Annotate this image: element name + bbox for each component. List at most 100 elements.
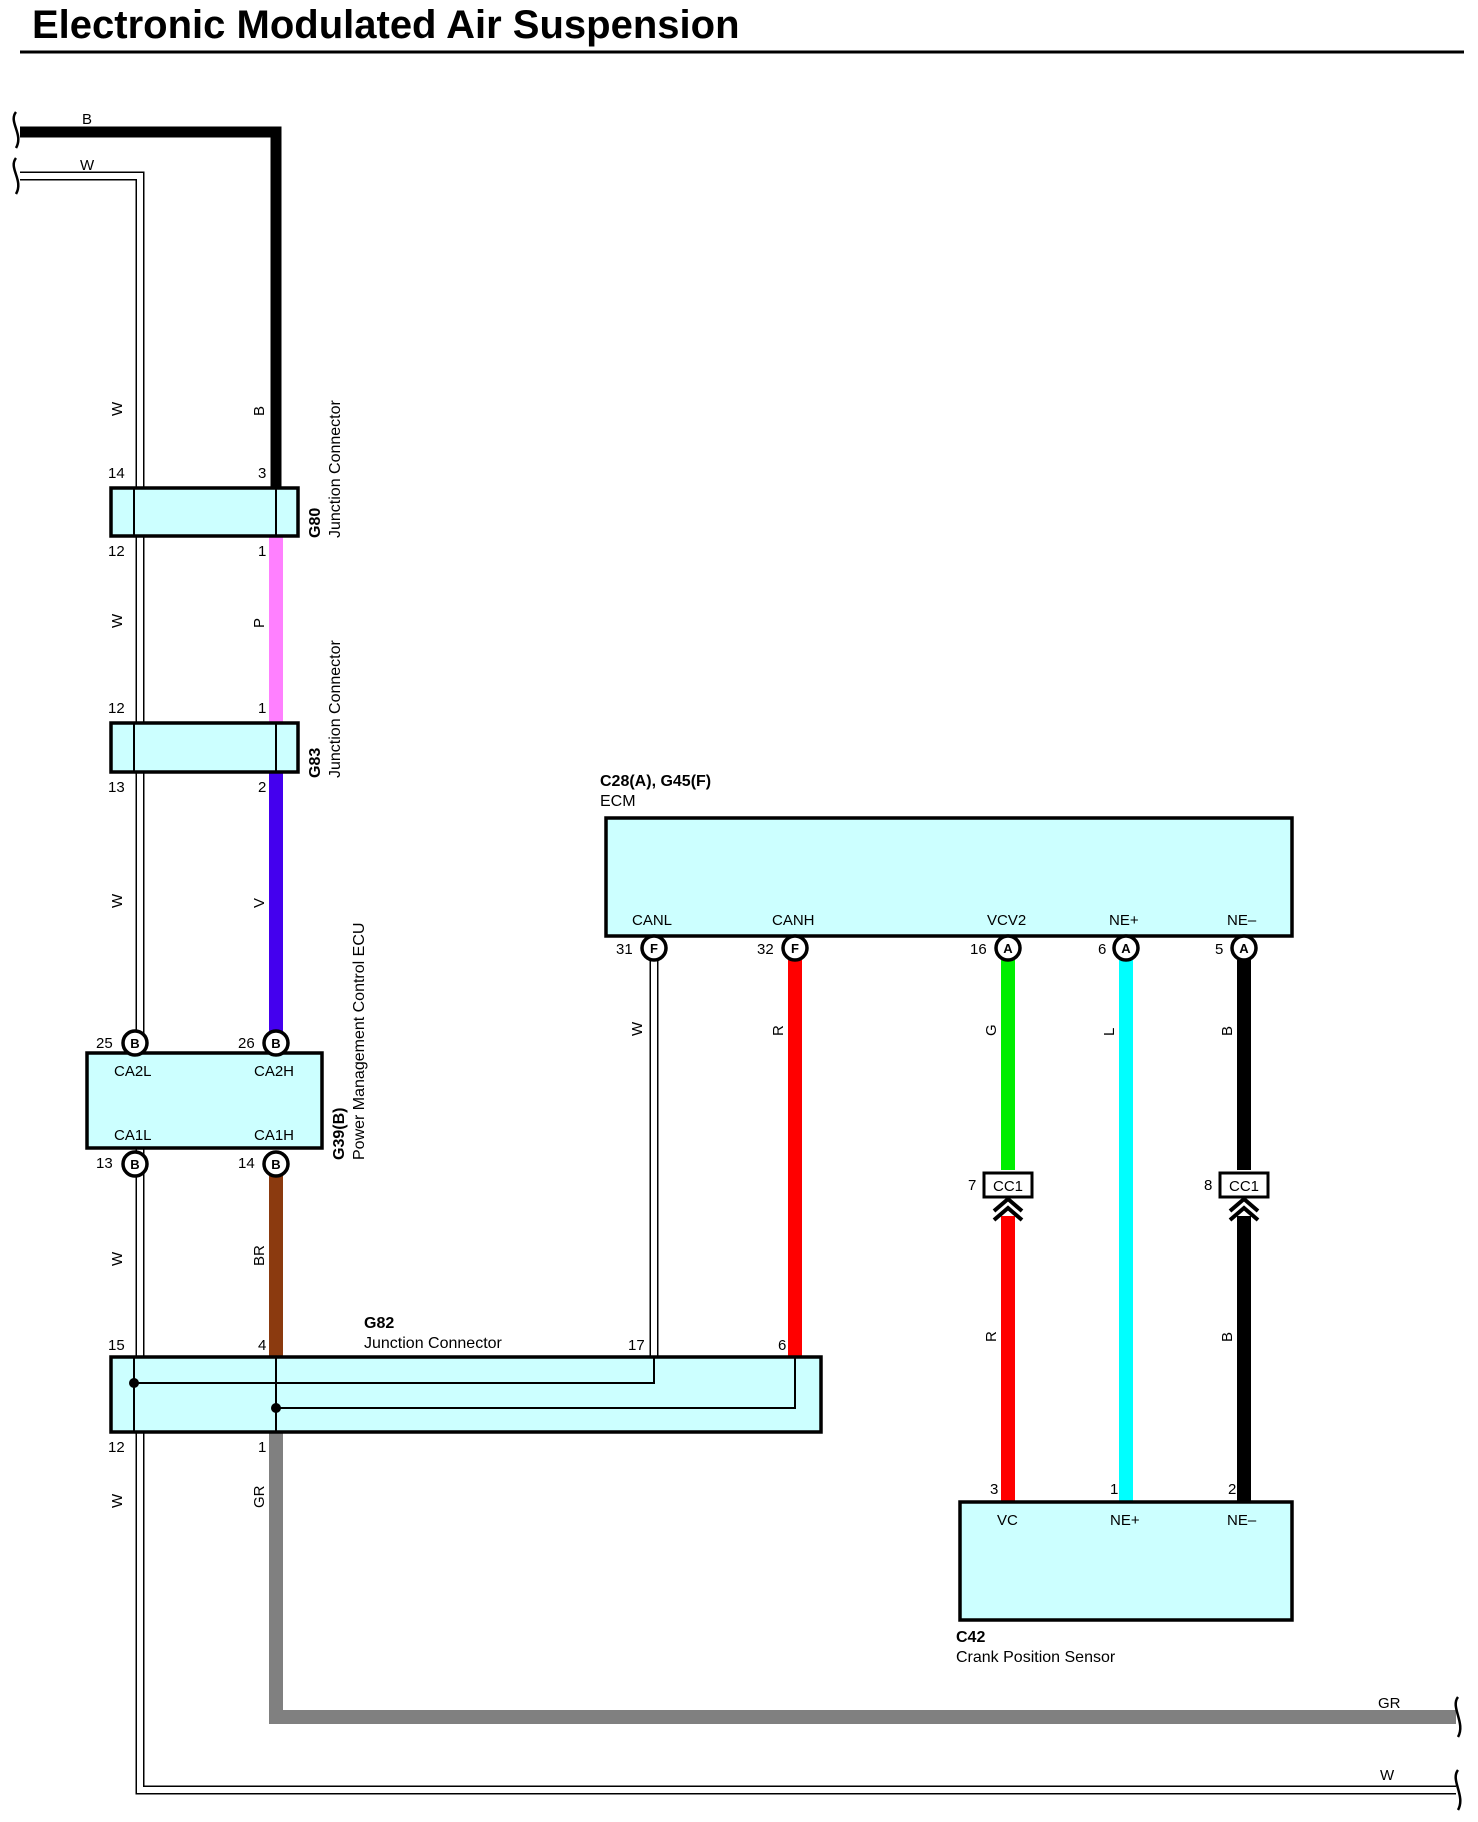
c42-terminal-ne-plus: NE+ xyxy=(1110,1512,1140,1529)
label-br: BR xyxy=(251,1245,268,1266)
svg-text:A: A xyxy=(1003,941,1013,956)
g83-name: Junction Connector xyxy=(327,639,344,778)
label-ecm-g: G xyxy=(983,1024,1000,1036)
label-v: V xyxy=(251,898,268,908)
wire-gr xyxy=(269,1432,1456,1724)
ecm-pin-5: 5 xyxy=(1215,941,1223,958)
ecm-code: C28(A), G45(F) xyxy=(600,773,711,790)
g39-terminal-ca2h: CA2H xyxy=(254,1063,294,1080)
cc1-label-8: CC1 xyxy=(1229,1178,1259,1195)
label-ecm-l: L xyxy=(1101,1028,1118,1036)
g39-pin-13: 13 xyxy=(96,1155,113,1172)
connector-g83: 12 1 13 2 G83 Junction Connector xyxy=(108,639,344,796)
page-title: Electronic Modulated Air Suspension xyxy=(32,3,740,47)
ecm-pin-6: 6 xyxy=(1098,941,1106,958)
g80-pin-1: 1 xyxy=(258,543,266,560)
g80-pin-3: 3 xyxy=(258,465,266,482)
g39-pin-marker-13: B xyxy=(121,1150,149,1178)
g39-terminal-ca2l: CA2L xyxy=(114,1063,152,1080)
g39-code: G39(B) xyxy=(331,1108,348,1160)
wire-b-top xyxy=(20,126,282,488)
svg-text:B: B xyxy=(130,1157,139,1172)
g82-pin-12: 12 xyxy=(108,1439,125,1456)
g39-pin-25: 25 xyxy=(96,1035,113,1052)
g80-pin-12: 12 xyxy=(108,543,125,560)
connector-cc1-7: CC1 7 xyxy=(968,1171,1034,1222)
label-bottom-w: W xyxy=(1380,1767,1395,1784)
g80-pin-14: 14 xyxy=(108,465,125,482)
label-lower-r: R xyxy=(983,1331,1000,1342)
g82-pin-1: 1 xyxy=(258,1439,266,1456)
svg-text:B: B xyxy=(271,1157,280,1172)
svg-text:B: B xyxy=(271,1036,280,1051)
cc1-label-7: CC1 xyxy=(993,1178,1023,1195)
svg-text:F: F xyxy=(650,941,658,956)
label-ecm-b: B xyxy=(1219,1026,1236,1036)
g39-name: Power Management Control ECU xyxy=(351,923,368,1160)
connector-g80: 14 3 12 1 G80 Junction Connector xyxy=(108,399,344,560)
g39-pin-14: 14 xyxy=(238,1155,255,1172)
connector-ecm: C28(A), G45(F) ECM CANL CANH VCV2 NE+ NE… xyxy=(600,773,1294,962)
ecm-pin-16: 16 xyxy=(970,941,987,958)
label-top-b: B xyxy=(82,111,92,128)
break-symbols-right xyxy=(1454,1696,1462,1811)
g83-pin-1: 1 xyxy=(258,700,266,717)
ecm-pin-marker-31: F xyxy=(640,934,668,962)
ecm-terminal-ne-plus: NE+ xyxy=(1109,912,1139,929)
g82-pin-15: 15 xyxy=(108,1337,125,1354)
label-ecm-r: R xyxy=(770,1025,787,1036)
ecm-pin-31: 31 xyxy=(616,941,633,958)
g39-pin-marker-26: B xyxy=(262,1029,290,1057)
g83-pin-2: 2 xyxy=(258,779,266,796)
label-left-w-4: W xyxy=(109,1251,126,1266)
label-gr: GR xyxy=(251,1485,268,1508)
label-lower-b: B xyxy=(1219,1332,1236,1342)
connector-cc1-8: CC1 8 xyxy=(1204,1171,1270,1222)
label-ecm-w: W xyxy=(629,1021,646,1036)
connector-c42: VC NE+ NE– 3 1 2 C42 Crank Position Sens… xyxy=(956,1481,1294,1666)
svg-text:A: A xyxy=(1121,941,1131,956)
g39-pin-marker-25: B xyxy=(121,1029,149,1057)
ecm-terminal-canl: CANL xyxy=(632,912,672,929)
g39-terminal-ca1h: CA1H xyxy=(254,1127,294,1144)
g82-pin-4: 4 xyxy=(258,1337,266,1354)
svg-text:A: A xyxy=(1239,941,1249,956)
ecm-terminal-canh: CANH xyxy=(772,912,815,929)
ecm-terminal-vcv2: VCV2 xyxy=(987,912,1026,929)
g80-code: G80 xyxy=(307,508,324,538)
g39-pin-26: 26 xyxy=(238,1035,255,1052)
c42-pin-1: 1 xyxy=(1110,1481,1118,1498)
connector-g82: 15 4 17 6 12 1 G82 Junction Connector xyxy=(108,1315,823,1456)
c42-name: Crank Position Sensor xyxy=(956,1649,1116,1666)
c42-terminal-ne-minus: NE– xyxy=(1227,1512,1257,1529)
cc1-pin-8: 8 xyxy=(1204,1177,1212,1194)
svg-text:F: F xyxy=(791,941,799,956)
label-left-w-2: W xyxy=(109,613,126,628)
c42-pin-3: 3 xyxy=(990,1481,998,1498)
ecm-pin-marker-5: A xyxy=(1230,934,1258,962)
g39-terminal-ca1l: CA1L xyxy=(114,1127,152,1144)
ecm-pin-marker-32: F xyxy=(781,934,809,962)
wire-w-outer xyxy=(20,171,1456,1795)
break-symbols-left xyxy=(12,111,20,195)
g39-pin-marker-14: B xyxy=(262,1150,290,1178)
c42-terminal-vc: VC xyxy=(997,1512,1018,1529)
ecm-pin-marker-16: A xyxy=(994,934,1022,962)
connector-g39: CA2L CA2H CA1L CA1H 25 26 13 14 B B B B … xyxy=(85,923,368,1178)
g83-pin-13: 13 xyxy=(108,779,125,796)
label-left-w-3: W xyxy=(109,893,126,908)
label-top-w: W xyxy=(80,157,95,174)
g83-pin-12: 12 xyxy=(108,700,125,717)
ecm-name: ECM xyxy=(600,793,636,810)
ecm-pin-marker-6: A xyxy=(1112,934,1140,962)
label-bottom-gr: GR xyxy=(1378,1695,1401,1712)
cc1-pin-7: 7 xyxy=(968,1177,976,1194)
c42-pin-2: 2 xyxy=(1228,1481,1236,1498)
g82-pin-6: 6 xyxy=(778,1337,786,1354)
label-b-upper: B xyxy=(251,406,268,416)
wire-labels: B W GR W W B W P W V W BR W GR W R G L B… xyxy=(80,111,1401,1784)
label-left-w-1: W xyxy=(109,401,126,416)
ecm-pin-32: 32 xyxy=(757,941,774,958)
svg-text:B: B xyxy=(130,1036,139,1051)
